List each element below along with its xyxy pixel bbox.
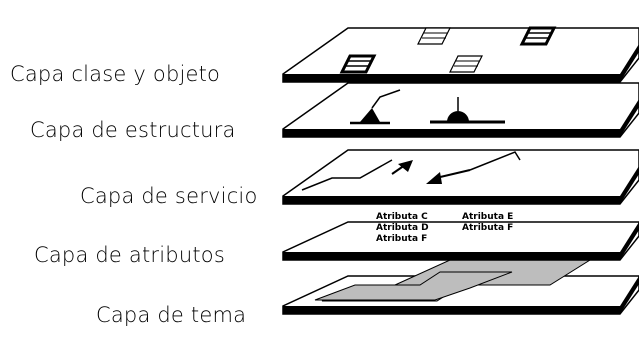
layer-clase-objeto-plate (282, 26, 639, 83)
attribute-c: Atributa C (376, 212, 428, 222)
layer-tema-plate (282, 259, 639, 315)
class-object-box-2 (417, 27, 451, 45)
attribute-e: Atributa E (462, 212, 513, 222)
label-capa-estructura: Capa de estructura (30, 118, 236, 142)
aggregation-node (447, 111, 469, 122)
label-capa-atributos: Capa de atributos (34, 243, 225, 267)
generalization-triangle (360, 108, 380, 122)
label-capa-clase-objeto: Capa clase y objeto (10, 62, 221, 86)
class-object-box-1 (339, 54, 377, 74)
service-arrow-in (398, 160, 413, 172)
service-arrow-out (426, 172, 442, 184)
label-capa-tema: Capa de tema (96, 303, 247, 327)
attribute-d: Atributa D (376, 223, 429, 233)
layer-servicio-plate (282, 149, 639, 205)
label-capa-servicio: Capa de servicio (80, 184, 258, 208)
layer-atributos-plate: Atributa C Atributa D Atributa F Atribut… (282, 212, 639, 261)
attribute-f-left: Atributa F (376, 234, 427, 244)
layer-estructura-plate (282, 82, 639, 138)
class-object-box-4 (519, 26, 557, 46)
attribute-f-right: Atributa F (462, 223, 513, 233)
class-object-box-3 (449, 55, 483, 73)
